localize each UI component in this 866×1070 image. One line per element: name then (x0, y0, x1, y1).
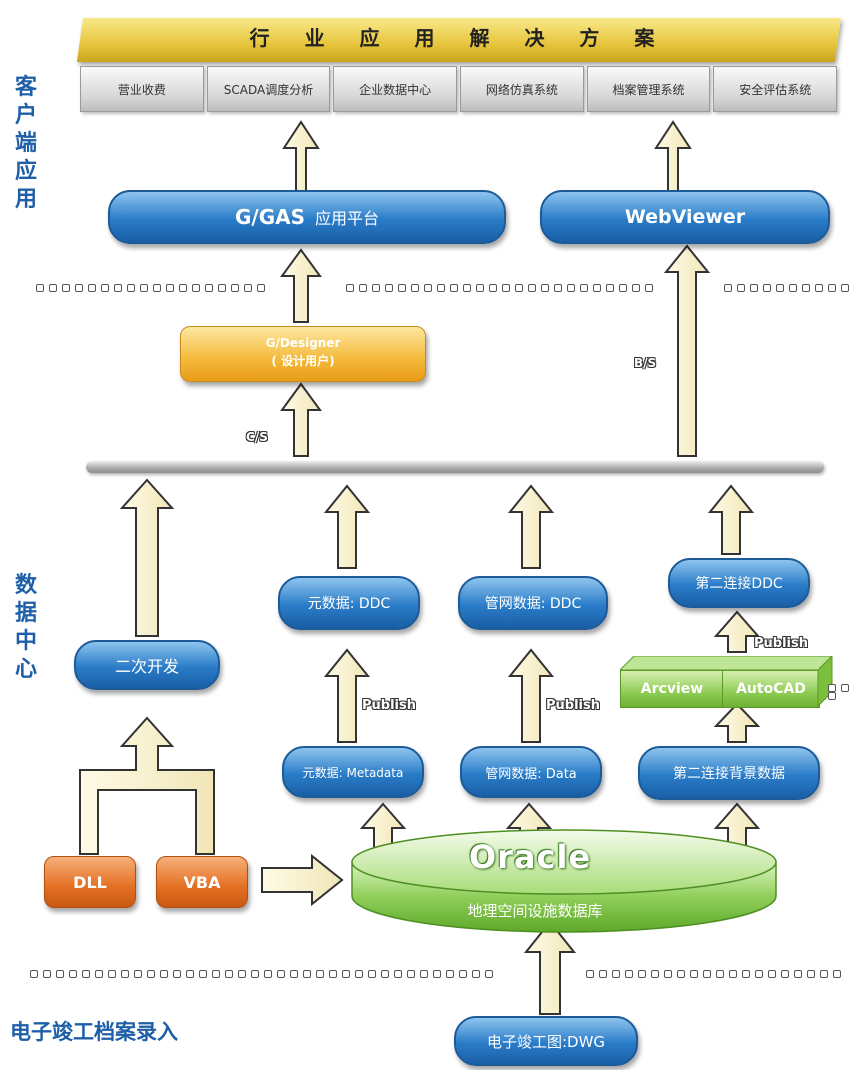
green-box-3d-edges (620, 656, 833, 708)
publish-label-meta: Publish (362, 698, 416, 713)
diagram-title: 行 业 应 用 解 决 方 案 (249, 26, 669, 50)
application-row: 营业收费 SCADA调度分析 企业数据中心 网络仿真系统 档案管理系统 安全评估… (80, 66, 840, 112)
arrow-webviewer-to-apps (654, 120, 692, 193)
arrow-second-ddc-up (707, 484, 755, 555)
meta-metadata: 元数据: Metadata (282, 746, 424, 798)
bs-label: B/S (634, 356, 657, 370)
divider-top-right (724, 284, 854, 294)
app-network-sim: 网络仿真系统 (460, 66, 584, 112)
publish-label-pipe: Publish (546, 698, 600, 713)
ggas-platform: G/GAS 应用平台 (108, 190, 506, 244)
second-bg: 第二连接背景数据 (638, 746, 820, 800)
gdesigner-sub: ( 设计用户) (271, 354, 335, 368)
arrow-dwg-to-oracle (523, 920, 577, 1015)
app-enterprise-data: 企业数据中心 (333, 66, 458, 112)
second-ddc: 第二连接DDC (668, 558, 810, 608)
arrow-vba-to-oracle (261, 853, 344, 907)
autocad-box: AutoCAD (722, 670, 820, 708)
webviewer: WebViewer (540, 190, 830, 244)
cs-label: C/S (246, 430, 268, 444)
arrow-bg-to-arcview (713, 702, 761, 743)
divider-bottom-right (586, 970, 846, 980)
client-side-label: 客户端应用 (14, 75, 37, 212)
oracle-cylinder (351, 829, 777, 933)
arrow-secondary-dev-up (119, 478, 175, 637)
bottom-label: 电子竣工档案录入 (10, 1020, 178, 1044)
arrow-pipe-publish (507, 648, 555, 743)
app-billing: 营业收费 (80, 66, 204, 112)
arrow-gdesigner-to-ggas (280, 248, 322, 323)
vba-box: VBA (156, 856, 248, 908)
arrow-meta-ddc-up (323, 484, 371, 569)
app-archive: 档案管理系统 (586, 66, 711, 112)
arrow-ggas-to-apps (282, 120, 320, 193)
arrow-dll-vba-merge (79, 716, 215, 855)
arrow-pipe-ddc-up (507, 484, 555, 569)
dll-box: DLL (44, 856, 136, 908)
meta-ddc: 元数据: DDC (278, 576, 420, 630)
oracle-subtitle: 地理空间设施数据库 (467, 902, 603, 920)
ggas-suffix: 应用平台 (315, 209, 380, 228)
arrow-cs (280, 382, 322, 457)
horizontal-bus (86, 461, 824, 473)
pipe-data: 管网数据: Data (460, 746, 602, 798)
oracle-title: Oracle (468, 838, 592, 876)
data-center-side-label: 数据中心 (14, 573, 37, 682)
green-box-dots (828, 684, 866, 700)
secondary-dev: 二次开发 (74, 640, 220, 690)
publish-label-second: Publish (754, 636, 808, 651)
divider-top-middle (346, 284, 658, 294)
arrow-second-publish (713, 610, 761, 653)
app-safety: 安全评估系统 (713, 66, 838, 112)
gdesigner-box: G/Designer ( 设计用户) (180, 326, 426, 382)
ggas-label: G/GAS (234, 205, 305, 229)
gdesigner-label: G/Designer (265, 336, 341, 350)
pipe-ddc: 管网数据: DDC (458, 576, 608, 630)
arrow-meta-publish (323, 648, 371, 743)
divider-top-left (36, 284, 270, 294)
dwg-input: 电子竣工图:DWG (454, 1016, 638, 1066)
app-scada: SCADA调度分析 (206, 66, 331, 112)
arrow-bs (663, 244, 711, 457)
divider-bottom-left (30, 970, 498, 980)
